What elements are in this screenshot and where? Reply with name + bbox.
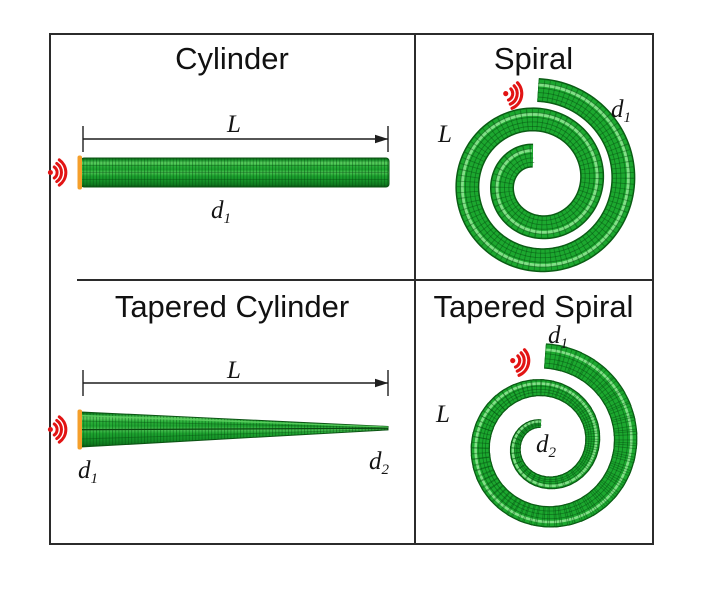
length-label: L xyxy=(436,401,450,428)
excitation-node xyxy=(78,427,82,432)
diameter-base: d xyxy=(78,457,91,484)
panel-title-tapered-cylinder: Tapered Cylinder xyxy=(114,289,350,324)
tapered-cylinder-mesh xyxy=(80,411,389,448)
excitation-face-strip xyxy=(77,155,82,190)
cylinder-mesh xyxy=(80,157,390,188)
diameter-subscript: 1 xyxy=(560,336,569,352)
diameter-subscript: 2 xyxy=(381,462,390,478)
sound-waves-icon xyxy=(47,158,68,187)
diameter-label-d2: d2 xyxy=(536,431,557,461)
diameter-label-d2: d2 xyxy=(369,448,390,478)
length-label: L xyxy=(438,121,452,148)
diameter-label-d1: d1 xyxy=(548,322,569,352)
outer-border xyxy=(49,33,654,545)
diameter-base: d xyxy=(536,431,549,458)
sound-waves-icon xyxy=(506,345,533,379)
diameter-label-d1: d1 xyxy=(78,457,99,487)
tapered-cylinder-dimension-line xyxy=(82,370,389,396)
vertical-divider xyxy=(414,33,416,543)
diameter-subscript: 1 xyxy=(623,110,632,126)
diameter-label-d1: d1 xyxy=(211,197,232,227)
diameter-subscript: 2 xyxy=(548,445,557,461)
length-label: L xyxy=(227,111,241,138)
diameter-subscript: 1 xyxy=(90,471,99,487)
diameter-label-d1: d1 xyxy=(611,96,632,126)
panel-title-tapered-spiral: Tapered Spiral xyxy=(433,289,634,324)
horizontal-divider xyxy=(77,279,652,281)
diameter-base: d xyxy=(211,197,224,224)
excitation-node xyxy=(78,445,82,449)
cylinder-dimension-line xyxy=(82,126,389,152)
sound-waves-icon xyxy=(499,78,526,112)
diameter-subscript: 1 xyxy=(223,211,232,227)
panel-title-cylinder: Cylinder xyxy=(175,41,289,76)
panel-title-spiral: Spiral xyxy=(493,41,574,76)
spiral-mesh xyxy=(455,78,636,273)
excitation-node xyxy=(78,410,82,414)
tapered-spiral-mesh xyxy=(470,343,638,528)
length-label: L xyxy=(227,357,241,384)
diameter-base: d xyxy=(611,96,624,123)
diameter-base: d xyxy=(369,448,382,475)
diameter-base: d xyxy=(548,322,561,349)
sound-waves-icon xyxy=(47,415,68,444)
